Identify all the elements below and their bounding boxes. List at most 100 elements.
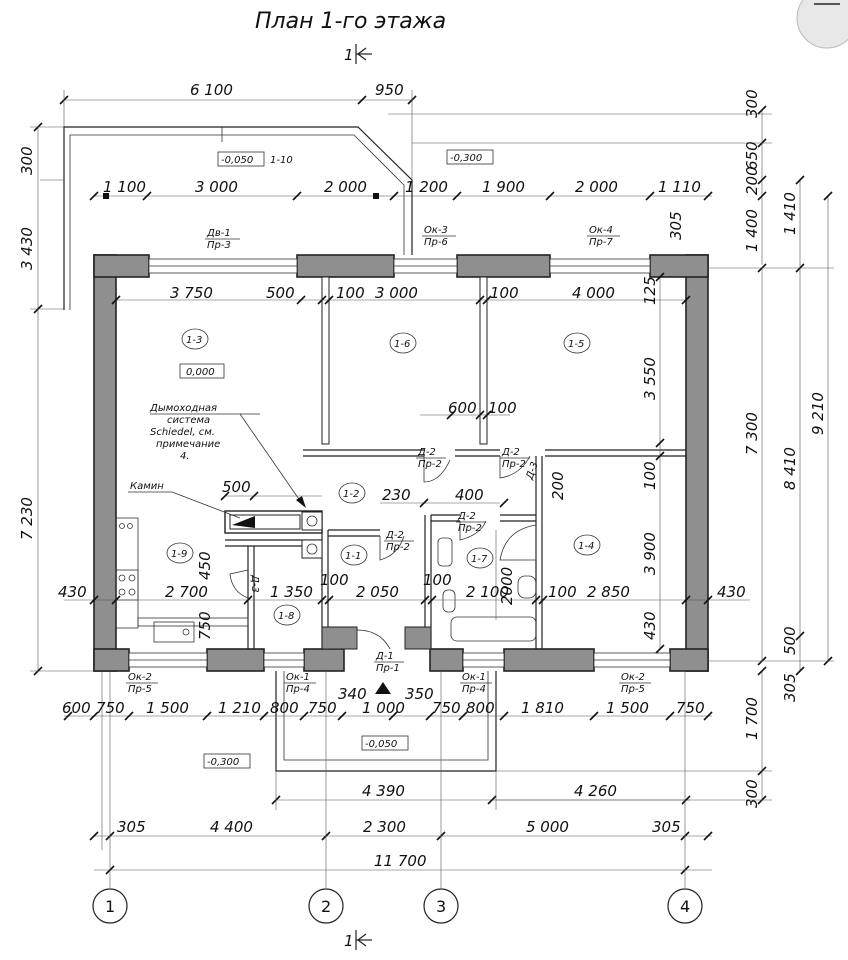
svg-text:430: 430: [717, 583, 746, 601]
room-markers: 1-1 1-2 1-3 1-4 1-5 1-6 1-7 1-8 1-9: [166, 328, 601, 626]
svg-text:750: 750: [196, 611, 214, 640]
svg-text:Камин: Камин: [130, 481, 164, 492]
svg-text:-0,300: -0,300: [207, 757, 239, 768]
svg-text:Д-1: Д-1: [375, 651, 394, 662]
svg-text:1-10: 1-10: [270, 155, 293, 166]
svg-text:Пр-2: Пр-2: [418, 459, 442, 470]
room-1-1: 1-1: [345, 551, 361, 562]
svg-text:305: 305: [652, 818, 681, 836]
svg-text:2 700: 2 700: [165, 583, 208, 601]
svg-text:1 100: 1 100: [103, 178, 146, 196]
svg-text:система: система: [167, 415, 210, 426]
svg-text:600: 600: [448, 399, 477, 417]
svg-text:4 000: 4 000: [572, 284, 615, 302]
svg-text:Пр-4: Пр-4: [286, 684, 310, 695]
svg-text:340: 340: [338, 685, 367, 703]
svg-text:Пр-1: Пр-1: [376, 663, 400, 674]
corner-button[interactable]: [796, 0, 848, 49]
svg-text:305: 305: [117, 818, 146, 836]
svg-text:1 500: 1 500: [606, 699, 649, 717]
svg-text:-0,050: -0,050: [221, 155, 253, 166]
svg-text:Д-3: Д-3: [524, 461, 541, 482]
svg-text:Пр-6: Пр-6: [424, 237, 448, 248]
svg-text:305: 305: [667, 211, 685, 240]
axis-3: 3: [436, 897, 446, 916]
terrace-top: -0,050 1-10 -0,300: [63, 126, 494, 310]
dimension-lines: [30, 90, 834, 888]
svg-text:Ок-2: Ок-2: [128, 672, 152, 683]
svg-text:Пр-5: Пр-5: [621, 684, 645, 695]
svg-text:Ок-1: Ок-1: [286, 672, 310, 683]
svg-text:500: 500: [222, 478, 251, 496]
svg-text:3 750: 3 750: [170, 284, 213, 302]
svg-text:11 700: 11 700: [374, 852, 427, 870]
level-floor: [179, 363, 225, 379]
level-outside-bottom: [203, 753, 251, 769]
section-mark-top: 1: [344, 44, 372, 64]
svg-text:Ок-1: Ок-1: [462, 672, 486, 683]
svg-text:1: 1: [344, 932, 354, 950]
svg-text:Д-2: Д-2: [457, 511, 476, 522]
svg-text:1 200: 1 200: [405, 178, 448, 196]
svg-text:430: 430: [58, 583, 87, 601]
svg-text:100: 100: [320, 571, 349, 589]
svg-text:Пр-2: Пр-2: [386, 542, 410, 553]
svg-text:7 300: 7 300: [743, 412, 761, 455]
svg-text:500: 500: [781, 626, 799, 655]
svg-text:300: 300: [18, 146, 36, 175]
room-1-7: 1-7: [471, 554, 488, 565]
svg-text:Schiedel, см.: Schiedel, см.: [150, 427, 215, 438]
svg-text:1: 1: [344, 46, 354, 64]
svg-text:300: 300: [743, 779, 761, 808]
svg-text:430: 430: [641, 611, 659, 640]
svg-text:Ок-4: Ок-4: [589, 225, 613, 236]
svg-text:5 000: 5 000: [526, 818, 569, 836]
section-mark-bottom: 1: [344, 930, 372, 950]
room-1-4: 1-4: [578, 541, 594, 552]
svg-text:1 500: 1 500: [146, 699, 189, 717]
svg-text:800: 800: [466, 699, 495, 717]
svg-text:450: 450: [196, 551, 214, 580]
svg-text:3 000: 3 000: [375, 284, 418, 302]
kitchen-fixtures: [115, 517, 249, 643]
svg-text:600: 600: [62, 699, 91, 717]
svg-text:2 100: 2 100: [466, 583, 509, 601]
svg-text:1 400: 1 400: [743, 209, 761, 252]
svg-text:750: 750: [432, 699, 461, 717]
svg-text:1 410: 1 410: [781, 192, 799, 235]
svg-text:400: 400: [455, 486, 484, 504]
chimney-note: Дымоходная система Schiedel, см. примеча…: [149, 403, 306, 508]
porch-bottom: -0,050 -0,300: [203, 671, 497, 772]
svg-text:305: 305: [781, 673, 799, 702]
svg-text:1 810: 1 810: [521, 699, 564, 717]
svg-text:Пр-2: Пр-2: [502, 459, 526, 470]
svg-text:2 850: 2 850: [587, 583, 630, 601]
svg-text:1 700: 1 700: [743, 697, 761, 740]
svg-text:500: 500: [266, 284, 295, 302]
fireplace: [224, 510, 323, 559]
svg-text:100: 100: [336, 284, 365, 302]
svg-text:Ок-3: Ок-3: [424, 225, 448, 236]
svg-text:100: 100: [490, 284, 519, 302]
svg-text:Пр-2: Пр-2: [458, 523, 482, 534]
svg-text:650: 650: [743, 141, 761, 170]
svg-text:750: 750: [308, 699, 337, 717]
svg-text:Пр-3: Пр-3: [207, 240, 231, 251]
svg-text:-0,050: -0,050: [365, 739, 397, 750]
svg-text:100: 100: [548, 583, 577, 601]
room-1-9: 1-9: [171, 549, 187, 560]
room-1-6: 1-6: [394, 339, 410, 350]
svg-text:800: 800: [270, 699, 299, 717]
level-floor-text: 0,000: [186, 367, 215, 378]
svg-text:Ок-2: Ок-2: [621, 672, 645, 683]
svg-text:Д-2: Д-2: [501, 447, 520, 458]
svg-text:-0,300: -0,300: [450, 153, 482, 164]
windows: [128, 258, 671, 668]
svg-text:125: 125: [641, 276, 659, 305]
svg-text:4 400: 4 400: [210, 818, 253, 836]
svg-text:230: 230: [382, 486, 411, 504]
room-1-5: 1-5: [568, 339, 584, 350]
svg-text:Пр-7: Пр-7: [589, 237, 613, 248]
svg-text:3 000: 3 000: [195, 178, 238, 196]
